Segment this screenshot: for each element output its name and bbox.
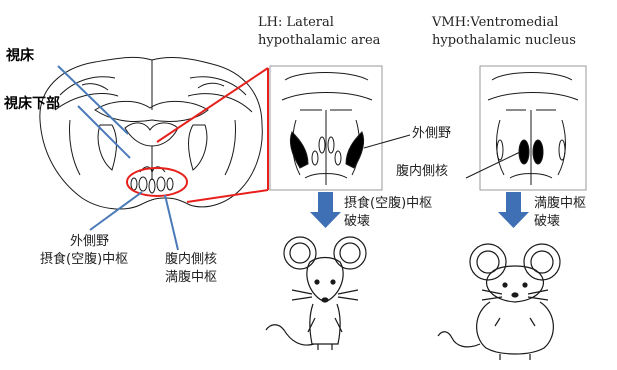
lh-result-line1: 摂食(空腹)中枢 [344, 196, 432, 212]
panel-ventromedial-label: 腹内側核 [396, 164, 448, 180]
vmh-panel-frame [480, 66, 586, 190]
lh-title-line1: LH: Lateral [258, 14, 334, 31]
lh-lesion-panel [270, 66, 382, 190]
callout-line-upper [157, 68, 268, 142]
lateral-area-leader [364, 135, 410, 148]
vmh-title-line1: VMH:Ventromedial [432, 14, 558, 31]
thalamus-pointer [58, 66, 128, 134]
hypothalamus-label: 視床下部 [4, 96, 60, 112]
vmh-lesion-left [519, 140, 529, 164]
ventromedial-leader [466, 152, 520, 178]
panel-lateral-area-label: 外側野 [412, 126, 451, 142]
vmh-lesion-right [533, 140, 543, 164]
lateral-area-pointer [90, 192, 142, 230]
thalamus-label: 視床 [6, 48, 34, 64]
vmh-down-arrow [498, 192, 529, 228]
thin-mouse-drawing [266, 237, 366, 350]
ventromedial-label: 腹内側核 [165, 252, 217, 268]
vmh-lesion-panel [480, 66, 586, 190]
lateral-area-label: 外側野 [70, 234, 109, 250]
satiety-center-label: 満腹中枢 [165, 270, 217, 286]
lh-title-line2: hypothalamic area [258, 32, 380, 49]
ventromedial-pointer [165, 195, 178, 250]
lh-down-arrow [310, 192, 341, 228]
hypothalamus-pointer [78, 106, 130, 158]
lh-result-line2: 破壊 [344, 214, 370, 230]
fat-mouse-drawing [438, 244, 560, 360]
vmh-result-line1: 満腹中枢 [534, 196, 586, 212]
label-pointer-lines [58, 66, 178, 250]
feeding-center-label: 摂食(空腹)中枢 [40, 252, 128, 268]
lh-lesion-left [290, 132, 308, 168]
vmh-result-line2: 破壊 [534, 214, 560, 230]
lh-lesion-right [346, 132, 364, 168]
vmh-title-line2: hypothalamic nucleus [432, 32, 576, 49]
